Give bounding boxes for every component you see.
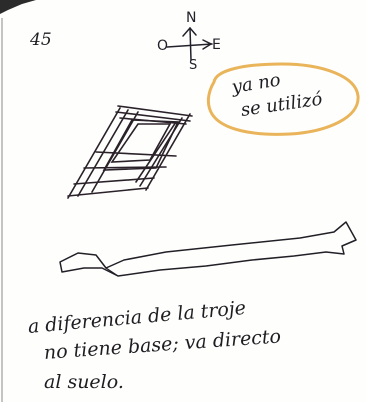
frame-line bbox=[77, 109, 129, 197]
frame-line bbox=[135, 121, 177, 183]
compass-west-label: O bbox=[157, 38, 169, 54]
compass-north-label: N bbox=[186, 10, 197, 26]
frame-line bbox=[67, 187, 149, 197]
caption-line-3: al suelo. bbox=[44, 371, 124, 393]
frame-line bbox=[117, 105, 193, 117]
compass-north-arrow bbox=[182, 26, 197, 37]
frame-line bbox=[110, 123, 172, 163]
frame-line bbox=[102, 119, 180, 171]
page-edge-shadow bbox=[0, 0, 36, 14]
page-number: 45 bbox=[30, 30, 52, 50]
frame-line bbox=[115, 111, 191, 122]
frame-line bbox=[67, 107, 121, 199]
compass-ns-line bbox=[189, 27, 192, 61]
compass-east-arrow bbox=[202, 39, 213, 50]
frame-line bbox=[73, 177, 155, 185]
compass-rose-sketch bbox=[166, 26, 213, 61]
frame-grid-sketch bbox=[67, 105, 193, 199]
beam-sketch-inner bbox=[105, 267, 119, 277]
compass-ew-line bbox=[166, 43, 213, 48]
compass-south-label: S bbox=[189, 58, 198, 73]
frame-line bbox=[145, 113, 191, 191]
compass-east-label: E bbox=[212, 37, 221, 53]
frame-line bbox=[91, 111, 139, 193]
beam-sketch bbox=[59, 221, 357, 277]
note-outline bbox=[206, 62, 360, 136]
